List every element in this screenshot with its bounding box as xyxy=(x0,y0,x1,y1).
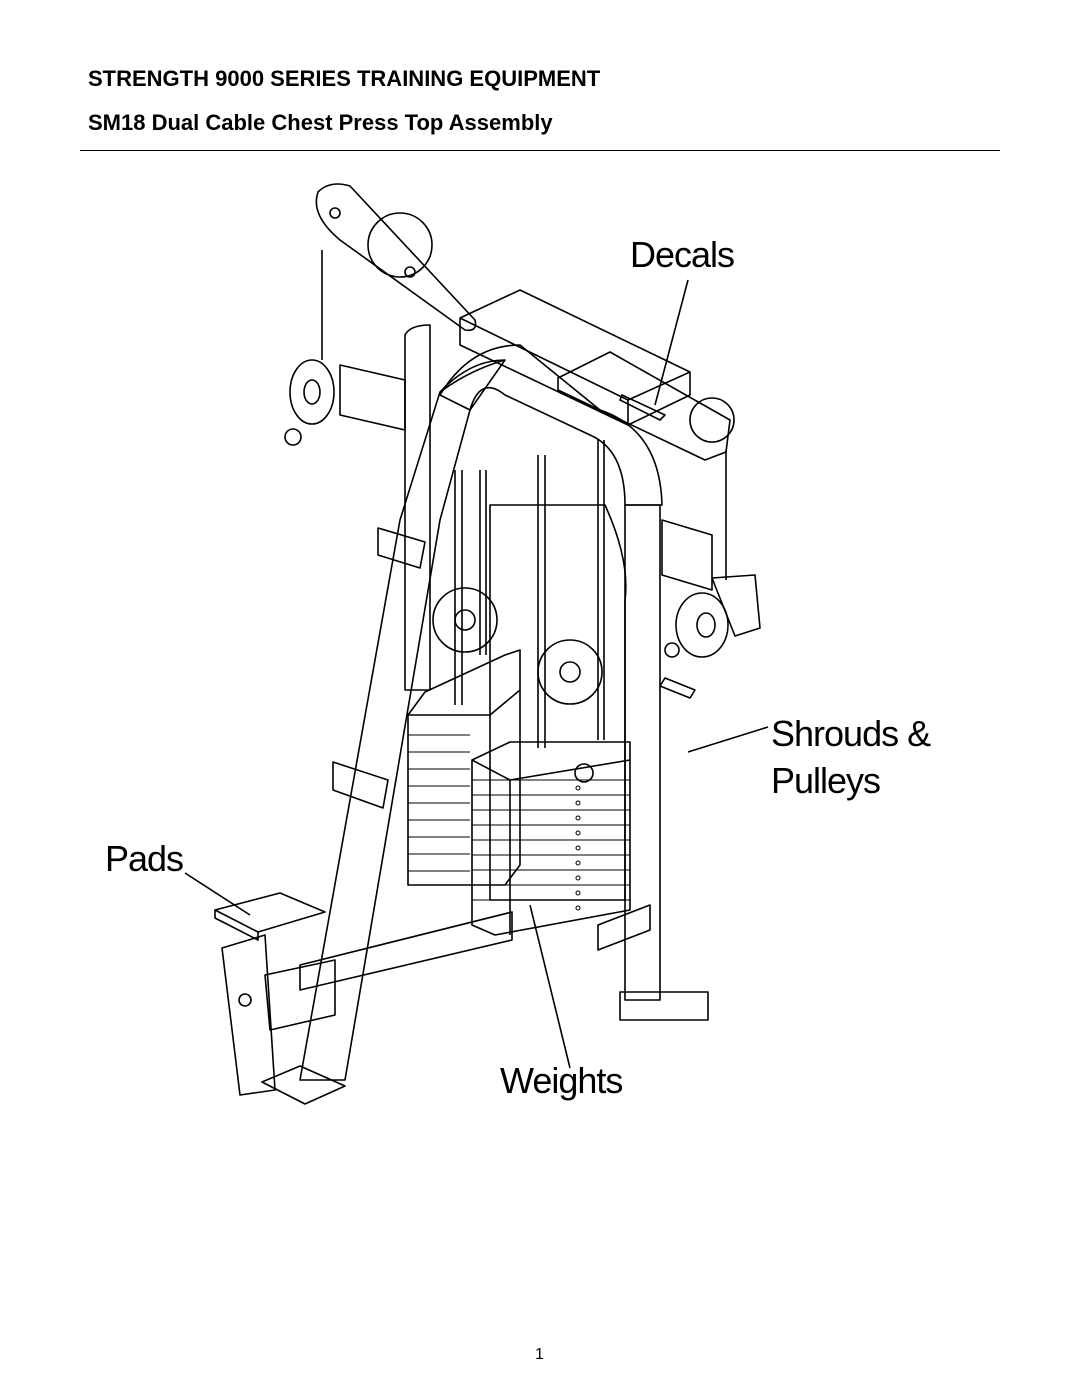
top-beam xyxy=(459,289,691,426)
leader-decals xyxy=(654,279,689,406)
decal-plate xyxy=(619,394,666,421)
page-number: 1 xyxy=(535,1346,544,1363)
foot-lever xyxy=(221,934,276,1096)
document-subtitle: SM18 Dual Cable Chest Press Top Assembly xyxy=(88,110,553,135)
rear-shroud xyxy=(489,504,627,901)
leader-shrouds xyxy=(687,726,769,753)
right-arm-bracket xyxy=(711,574,761,637)
right-cable-handle xyxy=(664,642,680,658)
document-title: STRENGTH 9000 SERIES TRAINING EQUIPMENT xyxy=(88,66,601,91)
callout-weights: Weights xyxy=(500,1060,623,1101)
center-pulley-left xyxy=(432,587,498,653)
center-pulley-right xyxy=(537,639,603,705)
left-stack-plates xyxy=(408,734,470,872)
callout-pulleys: Pulleys xyxy=(771,760,881,801)
front-base-foot xyxy=(261,1065,346,1105)
left-cable-arm xyxy=(339,364,406,431)
rear-upright-left xyxy=(404,324,431,691)
foot-pad xyxy=(214,892,326,933)
callout-decals: Decals xyxy=(630,234,735,275)
front-leaning-tube xyxy=(299,359,506,1081)
top-right-pulley xyxy=(689,397,735,443)
left-cable-handle xyxy=(284,428,302,446)
lower-tube-bracket xyxy=(332,761,389,809)
right-arm-pulley xyxy=(675,592,729,658)
upper-tube-bracket xyxy=(377,527,426,569)
right-stack-plates xyxy=(472,779,630,901)
left-arm-pulley xyxy=(289,359,335,425)
top-left-pulley-bracket xyxy=(315,183,477,332)
callout-pads: Pads xyxy=(105,838,184,879)
top-left-pulley xyxy=(367,212,433,278)
rear-base-foot xyxy=(619,991,709,1021)
leader-weights xyxy=(529,904,571,1069)
weight-selector-holes xyxy=(575,785,581,911)
right-pin xyxy=(659,677,696,699)
lever-pivot-arm xyxy=(264,959,336,1031)
base-crossmember xyxy=(299,911,513,991)
base-rear-rail xyxy=(597,904,651,951)
right-cable-arm xyxy=(661,519,713,591)
header-divider xyxy=(80,150,1000,151)
left-weight-stack xyxy=(407,649,521,886)
leader-pads xyxy=(184,872,251,916)
callout-shrouds: Shrouds & xyxy=(771,713,931,754)
main-arch xyxy=(439,344,663,506)
weight-selector-pin xyxy=(574,763,594,783)
right-weight-stack xyxy=(471,741,631,936)
